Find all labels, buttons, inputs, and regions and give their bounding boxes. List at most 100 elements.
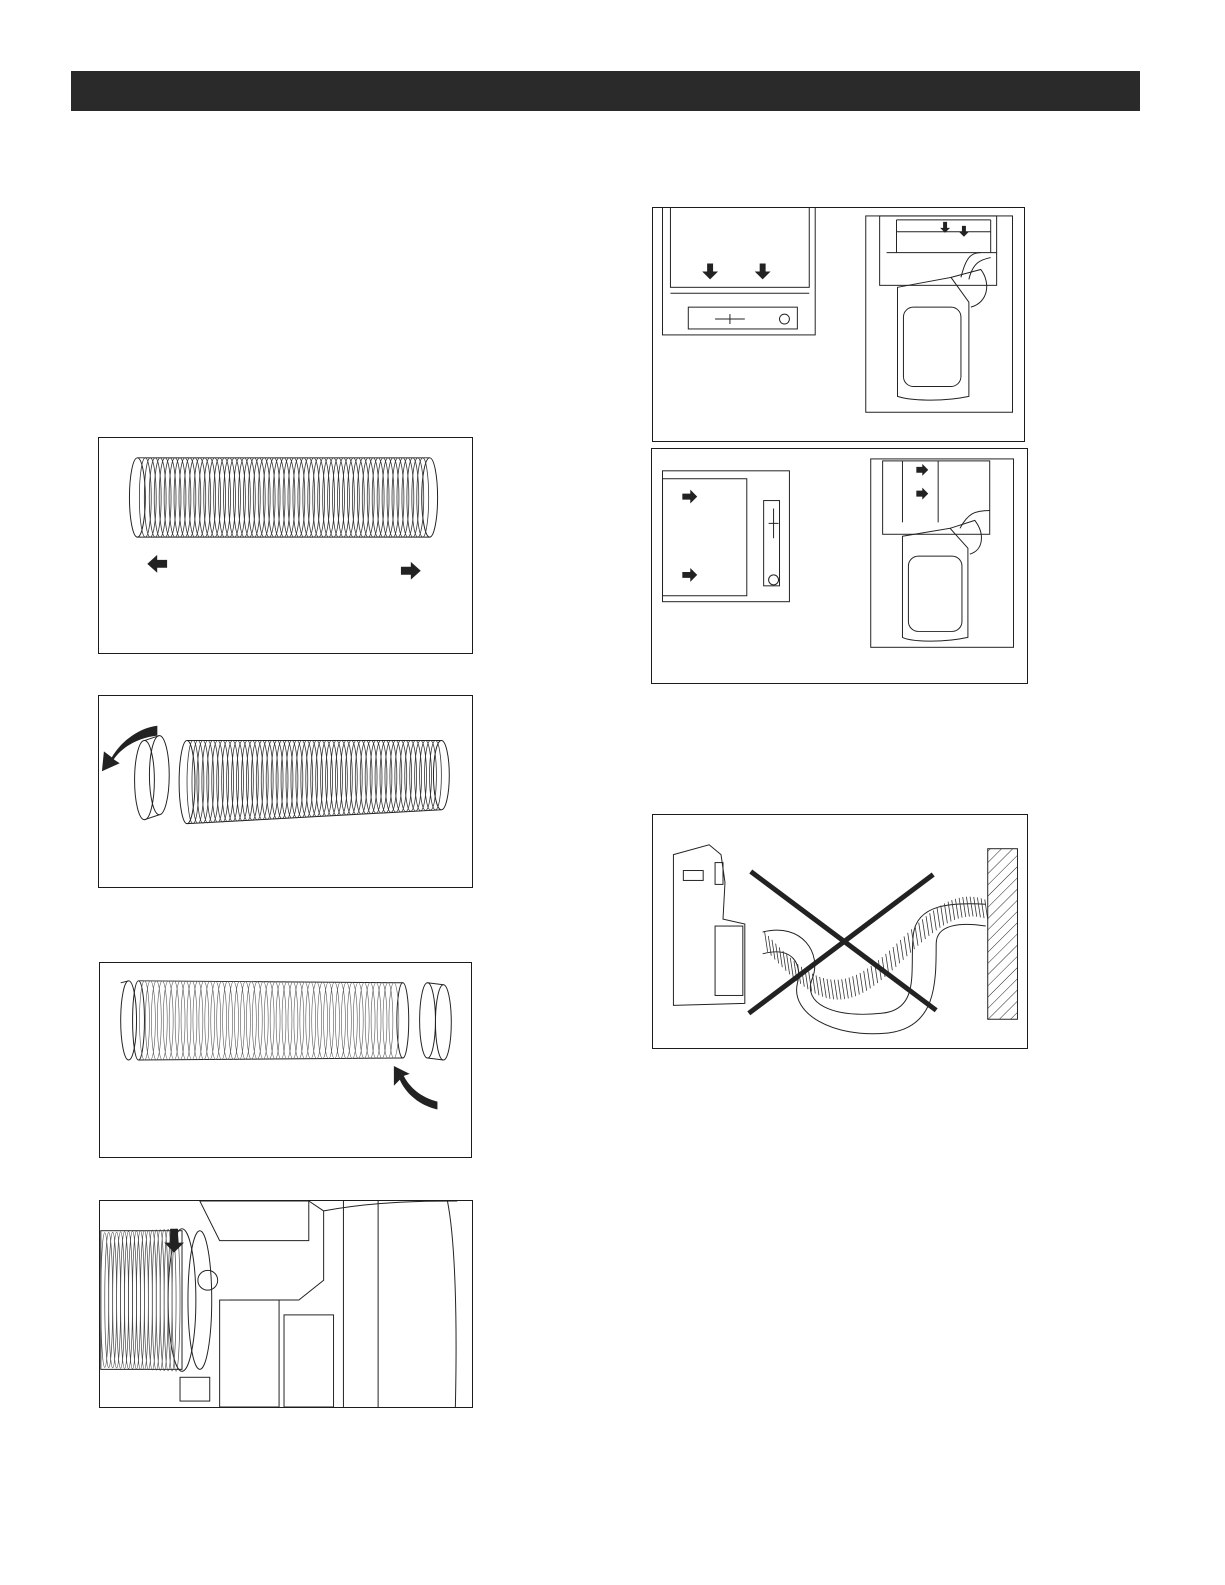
hose-rib <box>900 940 903 960</box>
curved-arrow-icon <box>394 1066 438 1110</box>
hose-rib <box>217 981 227 1059</box>
hose-rib <box>970 897 973 917</box>
hose-rib <box>199 981 209 1059</box>
hose-rib <box>864 971 867 991</box>
hose-rib <box>211 981 221 1059</box>
hose-rib <box>252 982 262 1059</box>
hose-rib <box>282 982 292 1059</box>
hose-rib <box>838 980 841 1000</box>
hose-rib <box>933 910 936 930</box>
hose-rib <box>790 958 793 978</box>
figure-attach-window-adapter <box>98 695 473 888</box>
hose-rib <box>845 979 848 999</box>
hose-rib <box>783 951 786 971</box>
hose-rib <box>952 900 955 920</box>
arrow-right-icon <box>682 490 697 504</box>
hose-rib <box>294 982 304 1059</box>
hose-rib <box>270 982 280 1059</box>
horizontal-window-illustration <box>652 449 1027 683</box>
hose-rib <box>258 982 268 1059</box>
hose-rib <box>288 982 298 1059</box>
hose-rib <box>787 954 790 974</box>
arrow-left-icon <box>147 555 167 573</box>
hose-rib <box>955 899 958 919</box>
hose-rib <box>359 983 369 1059</box>
hose-rib <box>937 908 940 928</box>
hose-rib <box>963 897 966 917</box>
hose-bend-illustration <box>653 815 1027 1048</box>
hose-rib <box>981 898 984 918</box>
hose-rib <box>966 897 969 917</box>
hose-rib <box>915 926 918 946</box>
hose-rib <box>897 944 900 964</box>
hose-rib <box>371 983 381 1059</box>
hose-rib <box>383 983 393 1058</box>
cross-mark-icon <box>749 872 936 1014</box>
hose-rib <box>827 979 830 999</box>
hose-rib <box>276 982 286 1059</box>
hose-rib <box>341 982 351 1058</box>
figure-connect-hose-to-unit <box>99 1200 473 1408</box>
hose-rib <box>151 981 161 1060</box>
hose-rib <box>944 903 947 923</box>
arrow-right-icon <box>401 562 421 580</box>
hose-rib <box>926 916 929 936</box>
hose-rib <box>163 981 173 1060</box>
hose-rib <box>893 947 896 967</box>
hose-rib <box>365 983 375 1059</box>
hose-rib <box>145 981 155 1060</box>
hose-rib <box>889 951 892 971</box>
hose-rib <box>823 978 826 998</box>
hose-rib <box>240 982 250 1060</box>
hose-rib <box>922 919 925 939</box>
hose-rib <box>834 980 837 1000</box>
hose-rib <box>175 981 185 1060</box>
hose-rib <box>853 976 856 996</box>
adapter-right-illustration <box>100 963 471 1157</box>
hose-rib <box>353 982 363 1058</box>
hose-rib <box>235 982 245 1060</box>
hose-rib <box>246 982 256 1060</box>
hose-rib <box>908 933 911 953</box>
hose-rib <box>181 981 191 1060</box>
hose-rib <box>318 982 328 1058</box>
hose-rib <box>904 936 907 956</box>
hose-illustration <box>99 438 472 653</box>
hose-rib <box>157 981 167 1060</box>
hose-rib <box>330 982 340 1058</box>
arrow-down-icon <box>755 264 771 280</box>
hose-rib <box>930 913 933 933</box>
hose-rib <box>223 981 233 1059</box>
vertical-window-illustration <box>653 208 1024 441</box>
hose-rib <box>977 897 980 917</box>
arrow-down-icon <box>702 264 718 280</box>
hose-rib <box>959 898 962 918</box>
hose-rib <box>306 982 316 1059</box>
hose-rib <box>867 969 870 989</box>
hose-rib <box>347 982 357 1058</box>
hose-rib <box>816 975 819 995</box>
hose-rib <box>193 981 203 1059</box>
hose-rib <box>820 977 823 997</box>
hose-rib <box>831 979 834 999</box>
hose-rib <box>974 897 977 917</box>
curved-arrow-icon <box>102 726 157 772</box>
hose-rib <box>324 982 334 1058</box>
hose-rib <box>205 981 215 1059</box>
hose-rib <box>919 923 922 943</box>
hose-rib <box>941 906 944 926</box>
hose-rib <box>264 982 274 1059</box>
hose-rib <box>312 982 322 1058</box>
hose-rib <box>377 983 387 1058</box>
unit-connect-illustration <box>100 1201 472 1407</box>
figure-vertical-window-install <box>652 207 1025 442</box>
hose-rib <box>779 947 782 967</box>
hose-rib <box>335 982 345 1058</box>
figure-horizontal-window-install <box>651 448 1028 684</box>
hose-rib <box>860 973 863 993</box>
figure-avoid-hose-bends <box>652 814 1028 1049</box>
hose-rib <box>812 974 815 994</box>
hose-rib <box>169 981 179 1060</box>
hose-rib <box>300 982 310 1059</box>
figure-hose-extend <box>98 437 473 654</box>
